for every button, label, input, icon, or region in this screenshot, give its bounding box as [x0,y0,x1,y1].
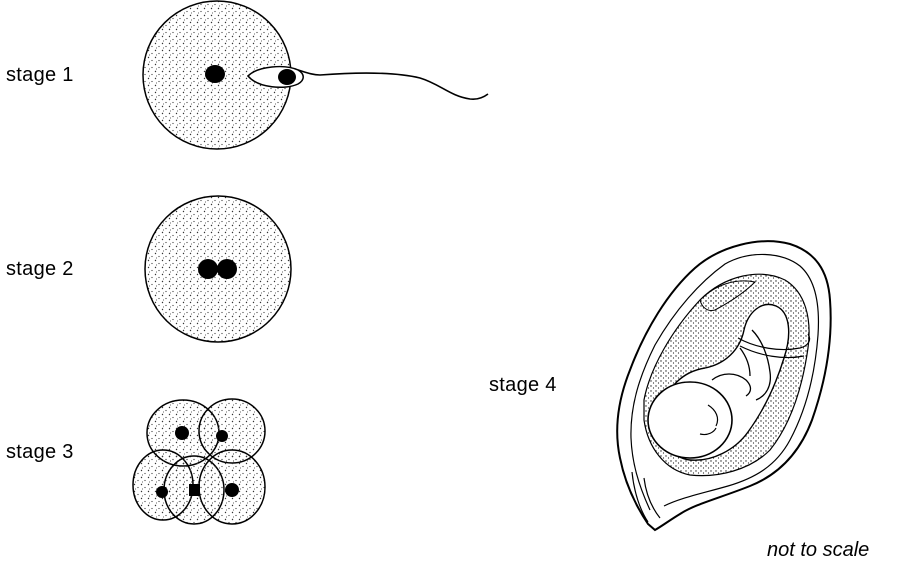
fused-nucleus-right [217,259,237,279]
stage-4-fetus [617,241,830,530]
stage-1-fertilization [143,1,488,149]
cell-nucleus [175,426,189,440]
cell-nucleus [216,430,228,442]
sperm-nucleus [278,69,296,85]
cell-nucleus [225,483,239,497]
stage-2-zygote [145,196,291,342]
cell-nucleus [156,486,168,498]
fetus-head [648,382,732,458]
cell-nucleus [189,484,200,496]
fused-nucleus-left [198,259,218,279]
stage-3-cell-ball [133,399,265,524]
egg-nucleus [205,65,225,83]
